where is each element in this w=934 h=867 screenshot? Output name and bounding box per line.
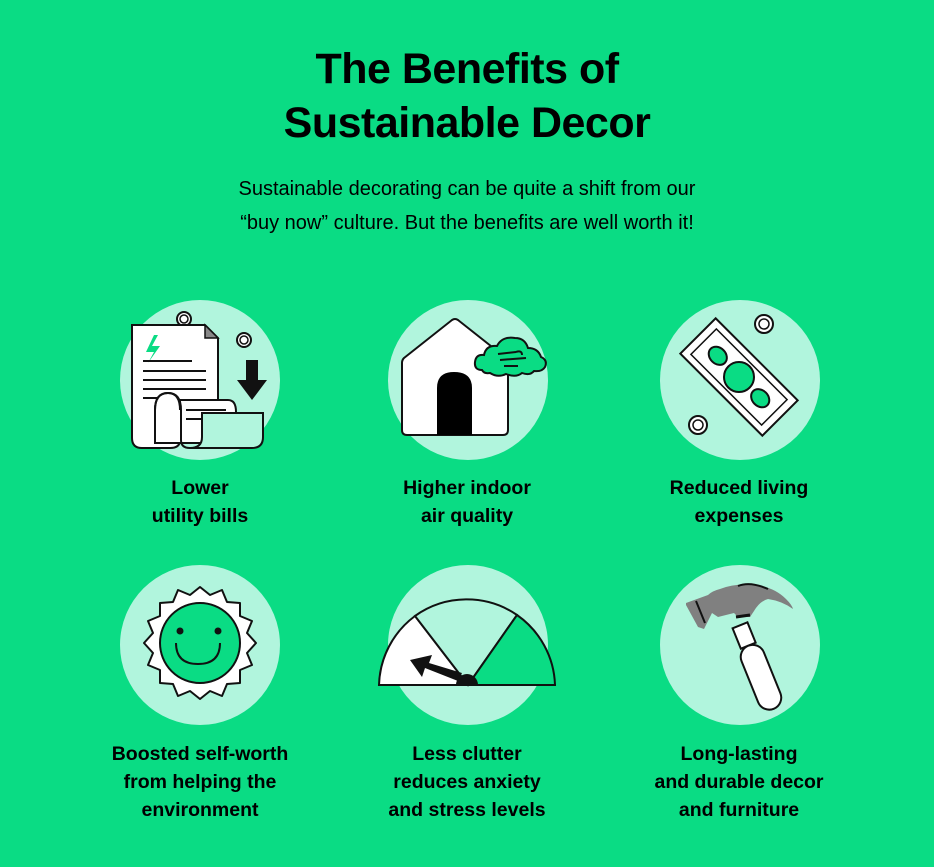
utility-bill-icon [131, 311, 267, 449]
label-line: utility bills [151, 505, 249, 527]
house-air-icon [401, 318, 547, 436]
benefit-label: Reduced living expenses [609, 474, 869, 530]
benefit-label: Lower utility bills [70, 474, 330, 530]
label-line: Less clutter [412, 743, 522, 765]
benefit-label: Higher indoor air quality [337, 474, 597, 530]
title-line-1: The Benefits of [315, 45, 619, 93]
label-line: expenses [694, 505, 784, 527]
gauge-meter-icon [377, 598, 557, 687]
label-line: and durable decor [654, 771, 824, 793]
title-line-2: Sustainable Decor [283, 99, 651, 147]
label-line: Lower [171, 477, 229, 499]
subtitle: Sustainable decorating can be quite a sh… [0, 172, 934, 240]
label-line: Boosted self-worth [111, 743, 289, 765]
money-bill-icon [678, 314, 800, 438]
label-line: Long-lasting [680, 743, 798, 765]
label-line: reduces anxiety [393, 771, 541, 793]
label-line: and stress levels [388, 799, 546, 821]
label-line: from helping the [123, 771, 277, 793]
label-line: Reduced living [669, 477, 809, 499]
label-line: Higher indoor [403, 477, 531, 499]
hammer-icon [686, 583, 793, 711]
label-line: environment [141, 799, 259, 821]
smiling-sun-icon [143, 586, 257, 700]
subtitle-line-1: Sustainable decorating can be quite a sh… [238, 178, 696, 200]
subtitle-line-2: “buy now” culture. But the benefits are … [240, 212, 694, 234]
label-line: and furniture [678, 799, 800, 821]
benefit-label: Less clutter reduces anxiety and stress … [337, 740, 597, 824]
benefit-label: Boosted self-worth from helping the envi… [70, 740, 330, 824]
page-title: The Benefits of Sustainable Decor [0, 42, 934, 150]
benefit-label: Long-lasting and durable decor and furni… [609, 740, 869, 824]
label-line: air quality [420, 505, 514, 527]
